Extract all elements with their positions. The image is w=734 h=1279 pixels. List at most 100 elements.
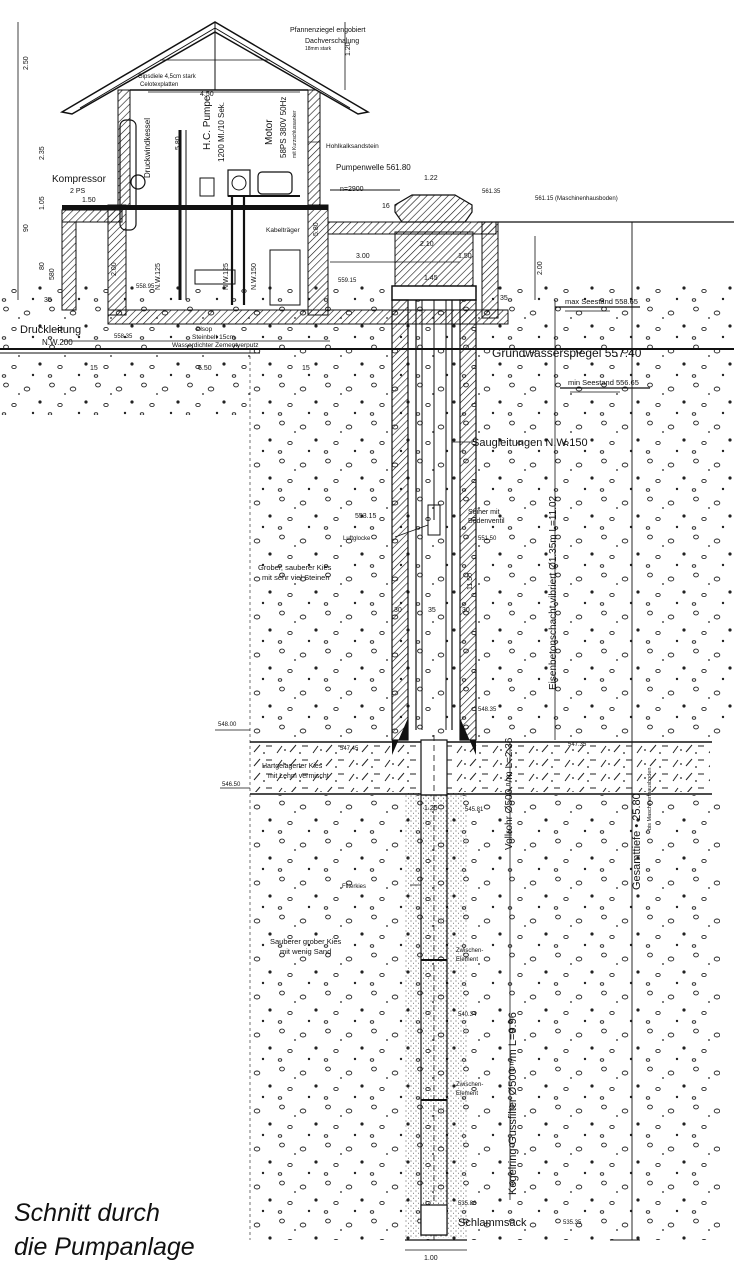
label-cable-carrier: Kabelträger: [266, 227, 300, 234]
label-filter-gravel: Filterkies: [342, 884, 366, 890]
roof-rafter-left: [79, 27, 216, 109]
label-coarse-gravel-sub: mit sehr viel Steinen: [262, 573, 330, 582]
level-547-35: 547.35: [568, 742, 587, 748]
floor-left: [62, 205, 132, 210]
label-floor-plaster: Wasserdichter Zementverputz: [172, 342, 258, 349]
dim-580: 580: [49, 268, 56, 280]
label-pressure-vessel: Druckwindkessel: [143, 118, 152, 178]
level-548-00: 548.00: [218, 722, 237, 728]
label-floor: Plsop: [196, 326, 213, 333]
dim-1-00: 1.00: [424, 1255, 438, 1262]
level-535-86: 535.86: [458, 1201, 477, 1207]
level-545-81: 545.81: [465, 807, 484, 813]
label-air-chamber: Luftglocke: [343, 536, 371, 542]
label-gypsum-panels: Gipsdiele 4,5cm stark: [138, 74, 197, 80]
level-min-lake: min Seestand 556.65: [568, 378, 639, 387]
well-head-chamber: [394, 231, 474, 287]
dim-3-00: 3.00: [356, 253, 370, 260]
label-total-depth-sub: bis Maschinenhausboden: [647, 768, 653, 830]
dim-30: 30: [394, 607, 402, 614]
leader-air: [394, 524, 429, 538]
level-machine-floor: 561.15 (Maschinenhausboden): [535, 196, 618, 202]
label-motor-sub: mit Kurzschlussanker: [292, 110, 298, 158]
shaft-wall-left: [391, 299, 409, 741]
label-strainer-sub: Bodenventil: [468, 518, 505, 525]
label-solid-pipe: Vollrohr Ø500 ⁿ/m L=2.36: [504, 737, 515, 850]
label-sludge-sump: Schlammsack: [458, 1217, 527, 1229]
label-cast-filter: Kegelring-Gussfilter Ø500 ⁿ/m L=9.96: [507, 1012, 519, 1195]
label-clean-gravel: Sauberer grober Kies: [270, 937, 342, 946]
dim-2-50: 2.50: [23, 56, 30, 70]
label-rpm: n=2900: [340, 186, 364, 193]
motor-body: [257, 171, 293, 195]
chamber-right-wall: [481, 221, 499, 319]
label-pump-spec: 1200 Ml./10 Sek.: [217, 102, 226, 162]
level-547-45: 547.45: [340, 746, 359, 752]
level-540-34: 540.34: [458, 1012, 477, 1018]
label-coarse-gravel: Grober, sauberer Kies: [258, 563, 332, 572]
label-intermediate-1-sub: Element: [456, 957, 478, 963]
hc-pump: [227, 169, 251, 197]
dim-1-50-b: 1.50: [458, 253, 472, 260]
clay-gravel-layer: [250, 742, 710, 792]
dim-15-b: 15: [302, 365, 310, 372]
level-groundwater: Grundwasserspiegel 557.40: [492, 346, 642, 360]
level-546-50: 546.50: [222, 782, 241, 788]
coarse-gravel-layer: [250, 350, 734, 740]
switch-box: [199, 177, 215, 197]
label-motor: Motor: [264, 119, 275, 145]
dim-4-50: 4.50: [200, 91, 214, 98]
level-559-15: 559.15: [338, 278, 357, 284]
level-558-35: 558.35: [114, 334, 133, 340]
dim-1-50: 1.50: [82, 197, 96, 204]
level-548-35: 548.35: [478, 707, 497, 713]
clean-gravel-layer: [250, 795, 720, 1240]
dim-35-a: 35: [44, 297, 52, 304]
left-ground: [0, 355, 250, 415]
dim-2-10: 2.10: [420, 241, 434, 248]
dim-35-c: 35: [428, 607, 436, 614]
level-558-95: 558.95: [136, 284, 155, 290]
label-roof-boarding-sub: 18mm stark: [305, 46, 332, 52]
dim-1-20: 1.20: [345, 42, 352, 56]
dim-16: 16: [382, 203, 390, 210]
house-right-wall: [307, 89, 321, 209]
shaft-shoe-left: [392, 718, 408, 755]
label-concrete-shaft: Eisenbetonschacht vibriert Ø1.35m L=11.0…: [548, 495, 559, 690]
label-celotex: Celotexplatten: [140, 82, 178, 88]
caption-line-1: Schnitt durch: [14, 1199, 160, 1227]
dim-90: 90: [23, 224, 30, 232]
well-cap: [394, 194, 473, 223]
left-pit-wall: [107, 204, 127, 316]
pump-wheel: [231, 175, 247, 191]
label-total-depth: Gesamttiefe • 25.80: [631, 793, 643, 890]
dim-5-80-c: 5.80: [175, 136, 182, 150]
roof-rafter-right: [214, 27, 351, 109]
label-hard-gravel-sub: mit Lehm vermischt: [268, 773, 329, 780]
label-roof-tiles: Pfannenziegel engobiert: [290, 27, 366, 34]
well-collar: [391, 285, 477, 301]
pit-stairs: [269, 249, 301, 306]
label-pressure-line: Druckleitung: [20, 324, 81, 336]
label-suction-lines: Saugleitungen N.W.150: [472, 437, 588, 449]
left-foundation: [61, 221, 77, 311]
strainer-basket: [427, 504, 441, 536]
machine-floor: [126, 205, 328, 210]
label-intermediate-2: Zwischen-: [456, 1082, 483, 1088]
label-hard-gravel: Hartgelagerter Kies: [262, 763, 323, 770]
level-551-50: 551.50: [478, 536, 497, 542]
dim-30-b: 30: [462, 607, 470, 614]
dim-80: 80: [39, 262, 46, 270]
caption-line-2: die Pumpanlage: [14, 1233, 195, 1261]
right-pit-wall: [307, 204, 329, 316]
level-top: 561.35: [482, 189, 501, 195]
dim-5-80: 5.80: [313, 222, 320, 236]
dim-6-50: 6.50: [198, 365, 212, 372]
level-535-35: 535.35: [563, 1220, 582, 1226]
drawing-caption: Schnitt durch die Pumpanlage: [14, 1196, 195, 1264]
label-wall-material: Hohlkalksandstein: [326, 143, 379, 150]
level-max-lake: max Seestand 558.65: [565, 297, 638, 306]
dim-1-45: 1.45: [424, 275, 438, 282]
